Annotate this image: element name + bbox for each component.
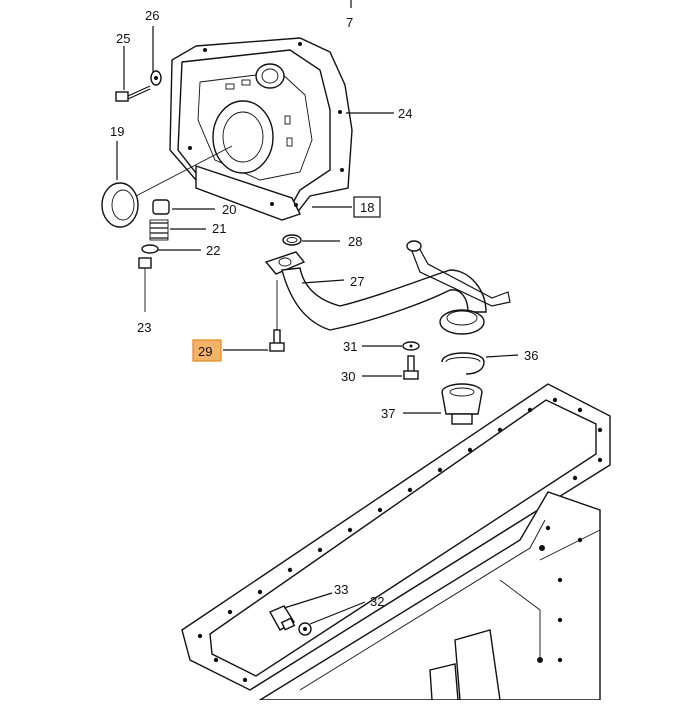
callout-18-box [353, 196, 381, 218]
callout-19: 19 [110, 124, 124, 139]
callout-30: 30 [341, 369, 355, 384]
strainer-37 [441, 383, 483, 425]
valve-piston-20 [152, 199, 170, 215]
washer-26 [150, 70, 162, 86]
valve-spring-21 [149, 219, 169, 241]
callout-7: 7 [346, 15, 353, 30]
callout-21: 21 [212, 221, 226, 236]
callout-32: 32 [370, 594, 384, 609]
o-ring-28 [282, 234, 302, 246]
valve-washer-22 [141, 244, 159, 254]
bolt-29 [269, 280, 285, 352]
oil-pan [257, 491, 601, 701]
callout-29: 29 [198, 344, 212, 359]
callout-25: 25 [116, 31, 130, 46]
callout-29-highlight [192, 339, 222, 362]
valve-plug-23 [138, 257, 152, 312]
callout-36: 36 [524, 348, 538, 363]
callout-20: 20 [222, 202, 236, 217]
oil-pickup-tube [264, 240, 511, 335]
callout-31: 31 [343, 339, 357, 354]
callout-24: 24 [398, 106, 412, 121]
circlip-36 [441, 352, 485, 375]
callout-18: 18 [360, 200, 374, 215]
callout-33: 33 [334, 582, 348, 597]
drain-plug-33 [269, 605, 296, 631]
bolt-30 [403, 355, 419, 380]
leader-lines [116, 0, 519, 625]
callout-26: 26 [145, 8, 159, 23]
bolt-25 [115, 85, 151, 102]
callout-22: 22 [206, 243, 220, 258]
callout-23: 23 [137, 320, 151, 335]
front-cover-plate [169, 37, 353, 221]
crank-oil-seal [101, 145, 233, 228]
callout-28: 28 [348, 234, 362, 249]
callout-37: 37 [381, 406, 395, 421]
callout-27: 27 [350, 274, 364, 289]
seal-washer-32 [298, 622, 312, 636]
washer-31 [402, 341, 420, 351]
